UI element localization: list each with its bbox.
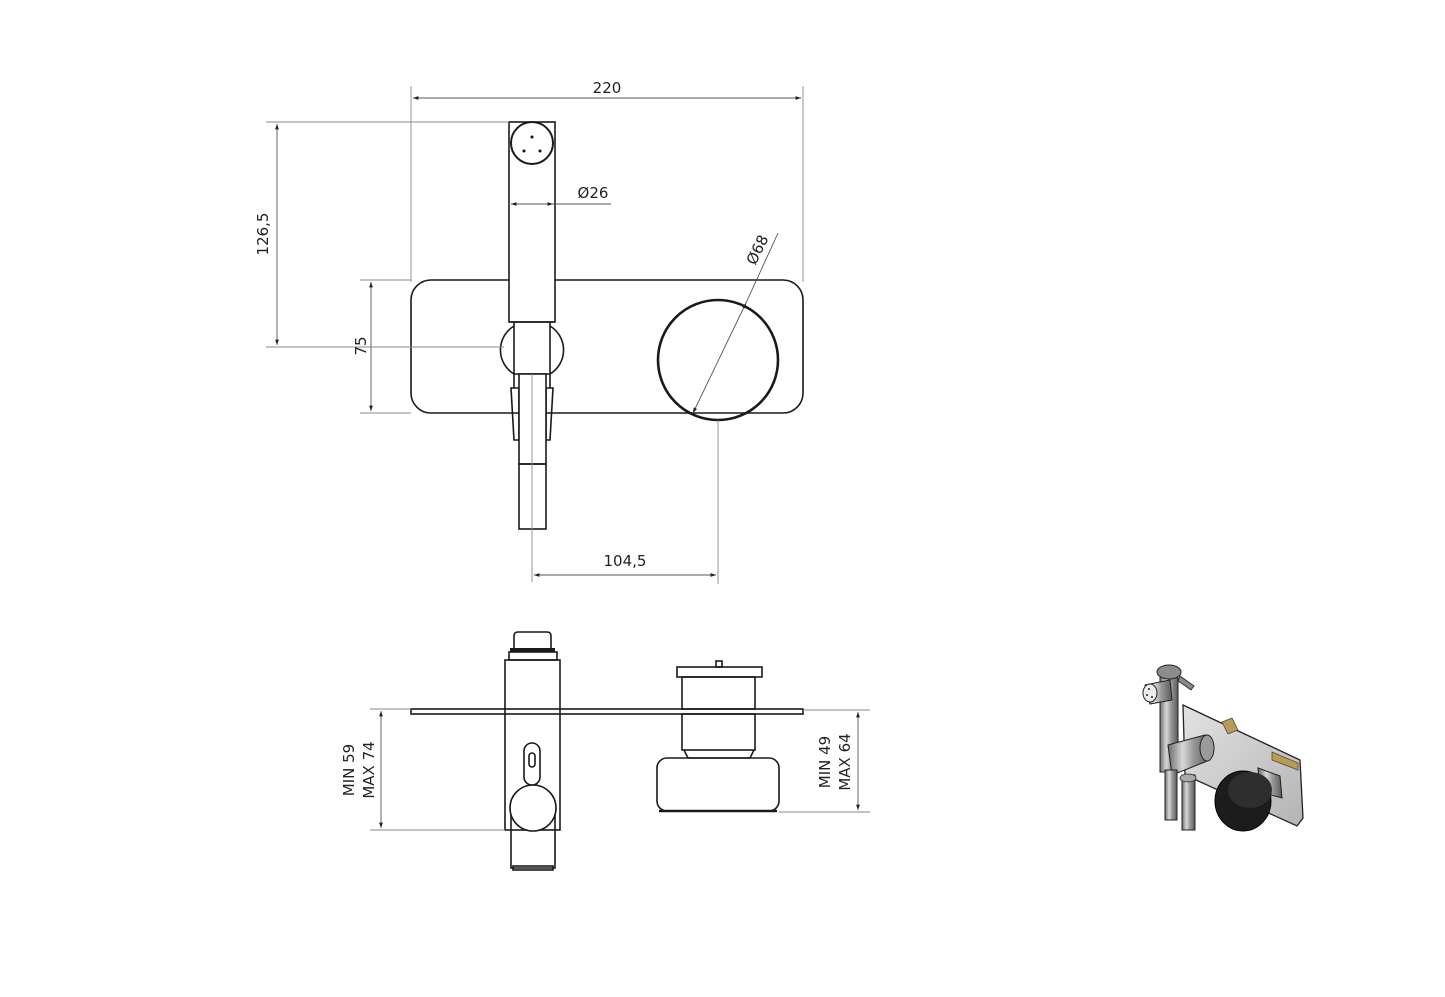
- dim-outlet-max: MAX 74: [360, 741, 378, 798]
- dim-knob-diameter: Ø68: [743, 232, 773, 268]
- dim-overall-width: 220: [593, 79, 622, 97]
- dim-axis-spacing: 104,5: [604, 552, 647, 570]
- front-view: 220 Ø26 Ø68 126,5 75 104,5: [254, 79, 804, 584]
- handshower-body: [508, 121, 556, 323]
- side-view: MIN 59 MAX 74 MIN 49 MAX 64: [340, 631, 870, 871]
- dim-plate-height: 75: [352, 336, 370, 355]
- spray-face: [510, 121, 554, 165]
- dim-knob-max: MAX 64: [836, 733, 854, 790]
- dim-outlet-min: MIN 59: [340, 744, 358, 796]
- dim-handshower-diameter: Ø26: [578, 184, 609, 202]
- dim-knob-min: MIN 49: [816, 736, 834, 788]
- iso-product-render: [1142, 664, 1304, 832]
- mixer-knob: [656, 298, 780, 422]
- dim-handshower-height: 126,5: [254, 213, 272, 256]
- wall-plate: [410, 279, 804, 414]
